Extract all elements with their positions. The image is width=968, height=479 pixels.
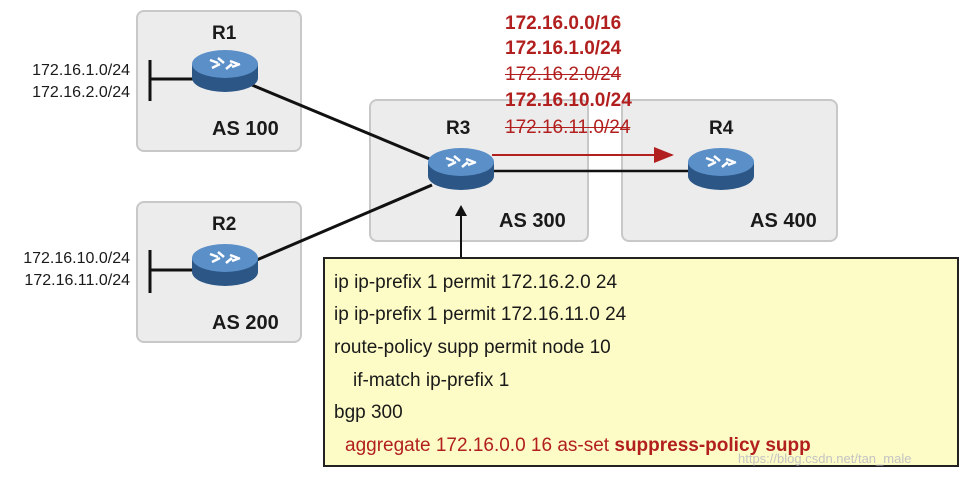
config-line-aggregate: aggregate 172.16.0.0 16 as-set suppress-… — [345, 435, 811, 457]
link-r2-r3 — [251, 183, 433, 264]
router-icon — [192, 50, 258, 92]
router-icon — [688, 148, 754, 190]
suppress-policy-keyword: suppress-policy supp — [614, 435, 811, 456]
link-r1-r3 — [251, 83, 433, 162]
advertised-route-suppressed: 172.16.2.0/24 — [505, 64, 622, 85]
advertised-route-suppressed: 172.16.11.0/24 — [505, 117, 631, 138]
as200-label: AS 200 — [212, 312, 279, 334]
router-icon — [192, 244, 258, 286]
r2-prefix: 172.16.10.0/24 — [23, 250, 130, 267]
router-r1-label: R1 — [212, 23, 237, 44]
router-r2-label: R2 — [212, 214, 237, 235]
config-line: ip ip-prefix 1 permit 172.16.11.0 24 — [334, 304, 627, 325]
as400-label: AS 400 — [750, 210, 817, 232]
advertised-route: 172.16.10.0/24 — [505, 90, 632, 111]
config-line: route-policy supp permit node 10 — [334, 337, 611, 358]
config-line: ip ip-prefix 1 permit 172.16.2.0 24 — [334, 272, 618, 293]
config-box: ip ip-prefix 1 permit 172.16.2.0 24 ip i… — [323, 257, 959, 467]
as300-label: AS 300 — [499, 210, 566, 232]
config-line: bgp 300 — [334, 402, 403, 423]
config-line: if-match ip-prefix 1 — [353, 370, 510, 391]
config-pointer-arrowhead — [455, 205, 467, 216]
watermark: https://blog.csdn.net/tan_male — [738, 451, 912, 466]
aggregate-command: aggregate 172.16.0.0 16 as-set — [345, 435, 615, 456]
r1-prefix: 172.16.2.0/24 — [32, 84, 130, 101]
router-r3-label: R3 — [446, 118, 471, 139]
router-r4-label: R4 — [709, 118, 734, 139]
r2-prefix: 172.16.11.0/24 — [24, 272, 130, 289]
as100-label: AS 100 — [212, 118, 279, 140]
router-icon — [428, 148, 494, 190]
advertised-route: 172.16.1.0/24 — [505, 38, 622, 59]
r1-prefix: 172.16.1.0/24 — [32, 62, 130, 79]
advertised-route: 172.16.0.0/16 — [505, 13, 622, 34]
